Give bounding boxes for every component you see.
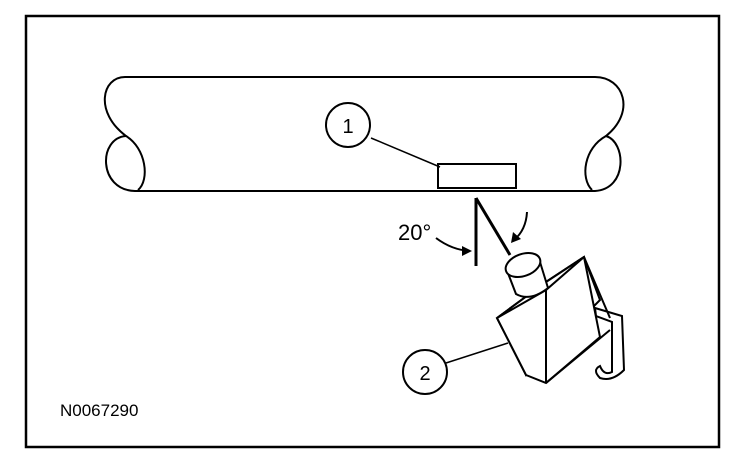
target-component	[437, 163, 517, 189]
arrowhead-left	[462, 246, 472, 256]
callout-2-leader	[445, 342, 509, 364]
angle-label: 20°	[398, 220, 431, 245]
tool-body-back-edge	[583, 256, 611, 319]
arrowhead-right	[511, 232, 521, 243]
tool-body-bottom-edge	[545, 329, 611, 384]
tool-bracket	[593, 306, 626, 380]
tilted-reference-line	[474, 197, 512, 256]
tool-lens-face	[504, 251, 542, 279]
callout-1-leader	[370, 137, 441, 168]
aiming-tool	[495, 251, 626, 385]
vehicle-panel-outline	[103, 76, 625, 192]
callout-1-label: 1	[342, 116, 353, 138]
figure-id: N0067290	[60, 401, 138, 420]
callout-1-circle	[325, 102, 371, 148]
callout-2-label: 2	[419, 363, 430, 385]
figure-border	[24, 14, 721, 449]
angle-indicator	[435, 197, 528, 266]
callout-2-circle	[402, 349, 448, 395]
